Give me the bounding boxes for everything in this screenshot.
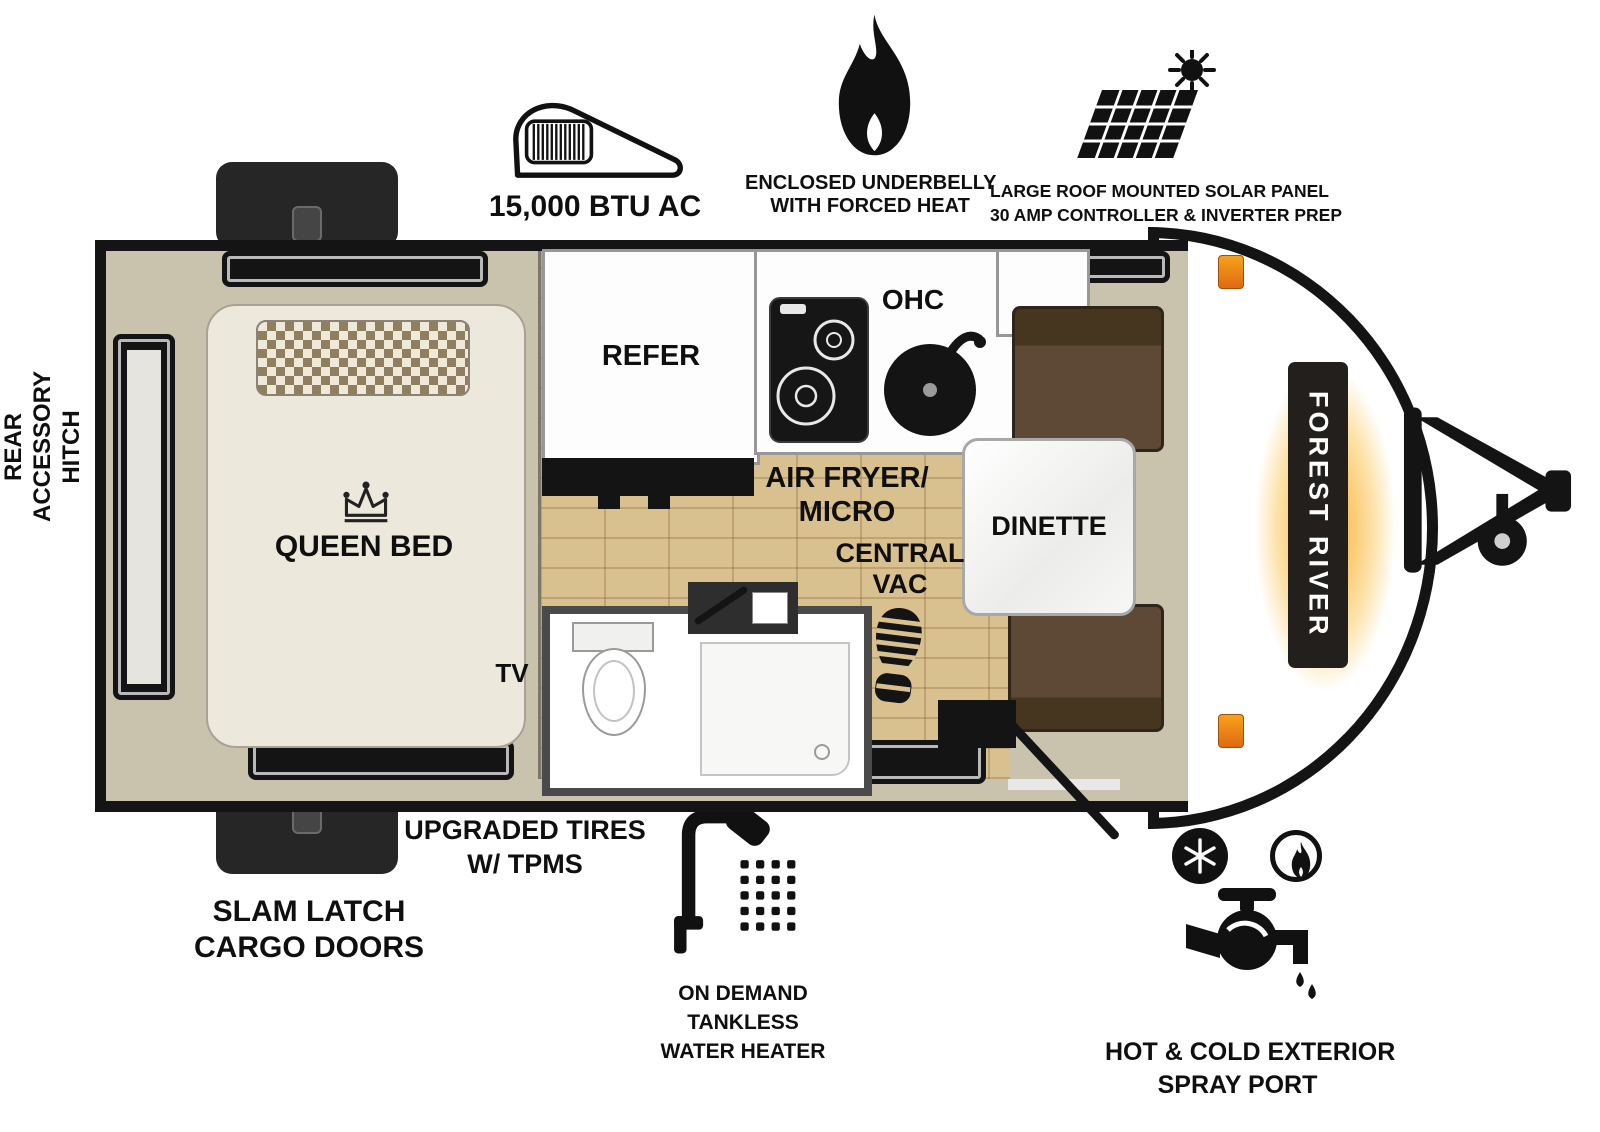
sink-icon: [884, 331, 986, 436]
bath-vanity: [688, 582, 798, 634]
snowflake-icon: [1172, 828, 1228, 884]
tankless-water-heater-icon: [674, 804, 796, 954]
ac-unit-icon: [513, 102, 683, 178]
spray-port-label: HOT & COLD EXTERIOR SPRAY PORT: [1105, 1038, 1396, 1099]
brand-name: FOREST RIVER: [1303, 391, 1334, 639]
dinette-table: DINETTE: [962, 438, 1136, 616]
brand-badge: FOREST RIVER: [1288, 362, 1348, 668]
refer-foot: [648, 496, 670, 509]
tv-label: TV: [495, 658, 529, 688]
cooktop-icon: [769, 297, 869, 443]
cargo-door-top: [216, 162, 398, 248]
dinette-bench-top: [1012, 306, 1164, 452]
window-bed-top: [222, 251, 488, 287]
spray-port-faucet-icon: [1186, 888, 1316, 999]
refer-label: REFER: [601, 340, 701, 373]
tongue-hitch-icon: [1403, 407, 1572, 573]
solar-label: LARGE ROOF MOUNTED SOLAR PANEL 30 AMP CO…: [990, 181, 1342, 225]
furnace-flame-icon: [838, 14, 911, 156]
marker-light-top: [1218, 255, 1244, 289]
flame-circle-icon: [1270, 830, 1322, 882]
rear-hitch-label: REAR ACCESSORY HITCH: [0, 370, 85, 522]
bed-pillow: [256, 320, 470, 396]
central-vac-label: CENTRAL VAC: [835, 538, 965, 600]
refer-foot: [598, 496, 620, 509]
vanity-sink: [752, 592, 788, 624]
cargo-doors-label: SLAM LATCH CARGO DOORS: [193, 895, 424, 964]
toilet-bowl: [582, 648, 646, 736]
shower-drain: [814, 744, 830, 760]
window-front-top: [1080, 251, 1170, 283]
air-fryer-label: AIR FRYER/ MICRO: [765, 462, 929, 528]
water-heater-label: ON DEMAND TANKLESS WATER HEATER: [660, 982, 826, 1063]
refer-base: [542, 458, 754, 496]
ohc-label: OHC: [881, 284, 945, 315]
underbelly-label: ENCLOSED UNDERBELLY WITH FORCED HEAT: [745, 172, 997, 218]
vanity-faucet-icon: [693, 585, 749, 626]
solar-panel-icon: [1077, 50, 1216, 158]
refrigerator: REFER: [542, 249, 760, 465]
dinette-bench-bottom: [1008, 604, 1164, 732]
boot-print-icon: [874, 608, 923, 704]
tires-label: UPGRADED TIRES W/ TPMS: [404, 815, 646, 879]
cargo-handle-icon: [292, 206, 322, 242]
entry-step: [938, 700, 1016, 748]
shower-pan: [700, 642, 850, 776]
crown-icon: [343, 481, 389, 523]
window-pane: [127, 350, 161, 684]
marker-light-bottom: [1218, 714, 1244, 748]
toilet-seat: [593, 660, 635, 722]
ac-label: 15,000 BTU AC: [488, 190, 702, 223]
queen-bed-label: QUEEN BED: [274, 530, 454, 563]
wall-divider: [538, 251, 541, 779]
dinette-label: DINETTE: [991, 511, 1107, 542]
window-rear-left: [113, 334, 175, 700]
